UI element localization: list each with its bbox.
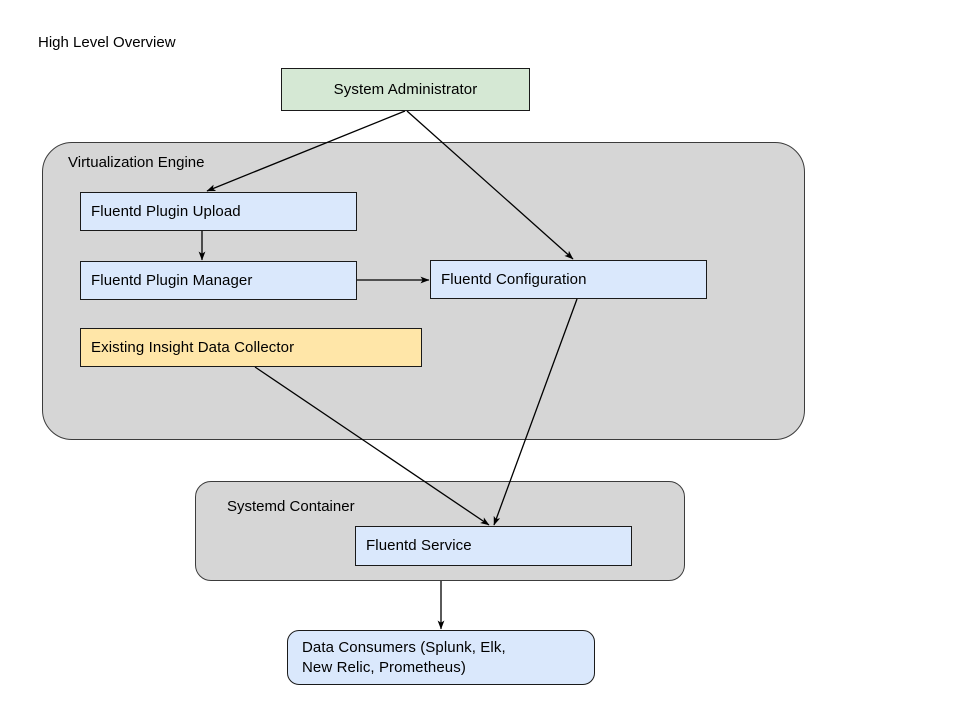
node-fluentd-plugin-manager[interactable]: Fluentd Plugin Manager	[80, 261, 357, 300]
page-title: High Level Overview	[38, 34, 176, 51]
node-fluentd-configuration[interactable]: Fluentd Configuration	[430, 260, 707, 299]
group-label-virtualization-engine: Virtualization Engine	[68, 154, 205, 171]
node-system-administrator[interactable]: System Administrator	[281, 68, 530, 111]
node-fluentd-service[interactable]: Fluentd Service	[355, 526, 632, 566]
node-fluentd-plugin-upload[interactable]: Fluentd Plugin Upload	[80, 192, 357, 231]
group-label-systemd-container: Systemd Container	[227, 498, 355, 515]
node-existing-insight-data-collector[interactable]: Existing Insight Data Collector	[80, 328, 422, 367]
node-data-consumers[interactable]: Data Consumers (Splunk, Elk, New Relic, …	[287, 630, 595, 685]
